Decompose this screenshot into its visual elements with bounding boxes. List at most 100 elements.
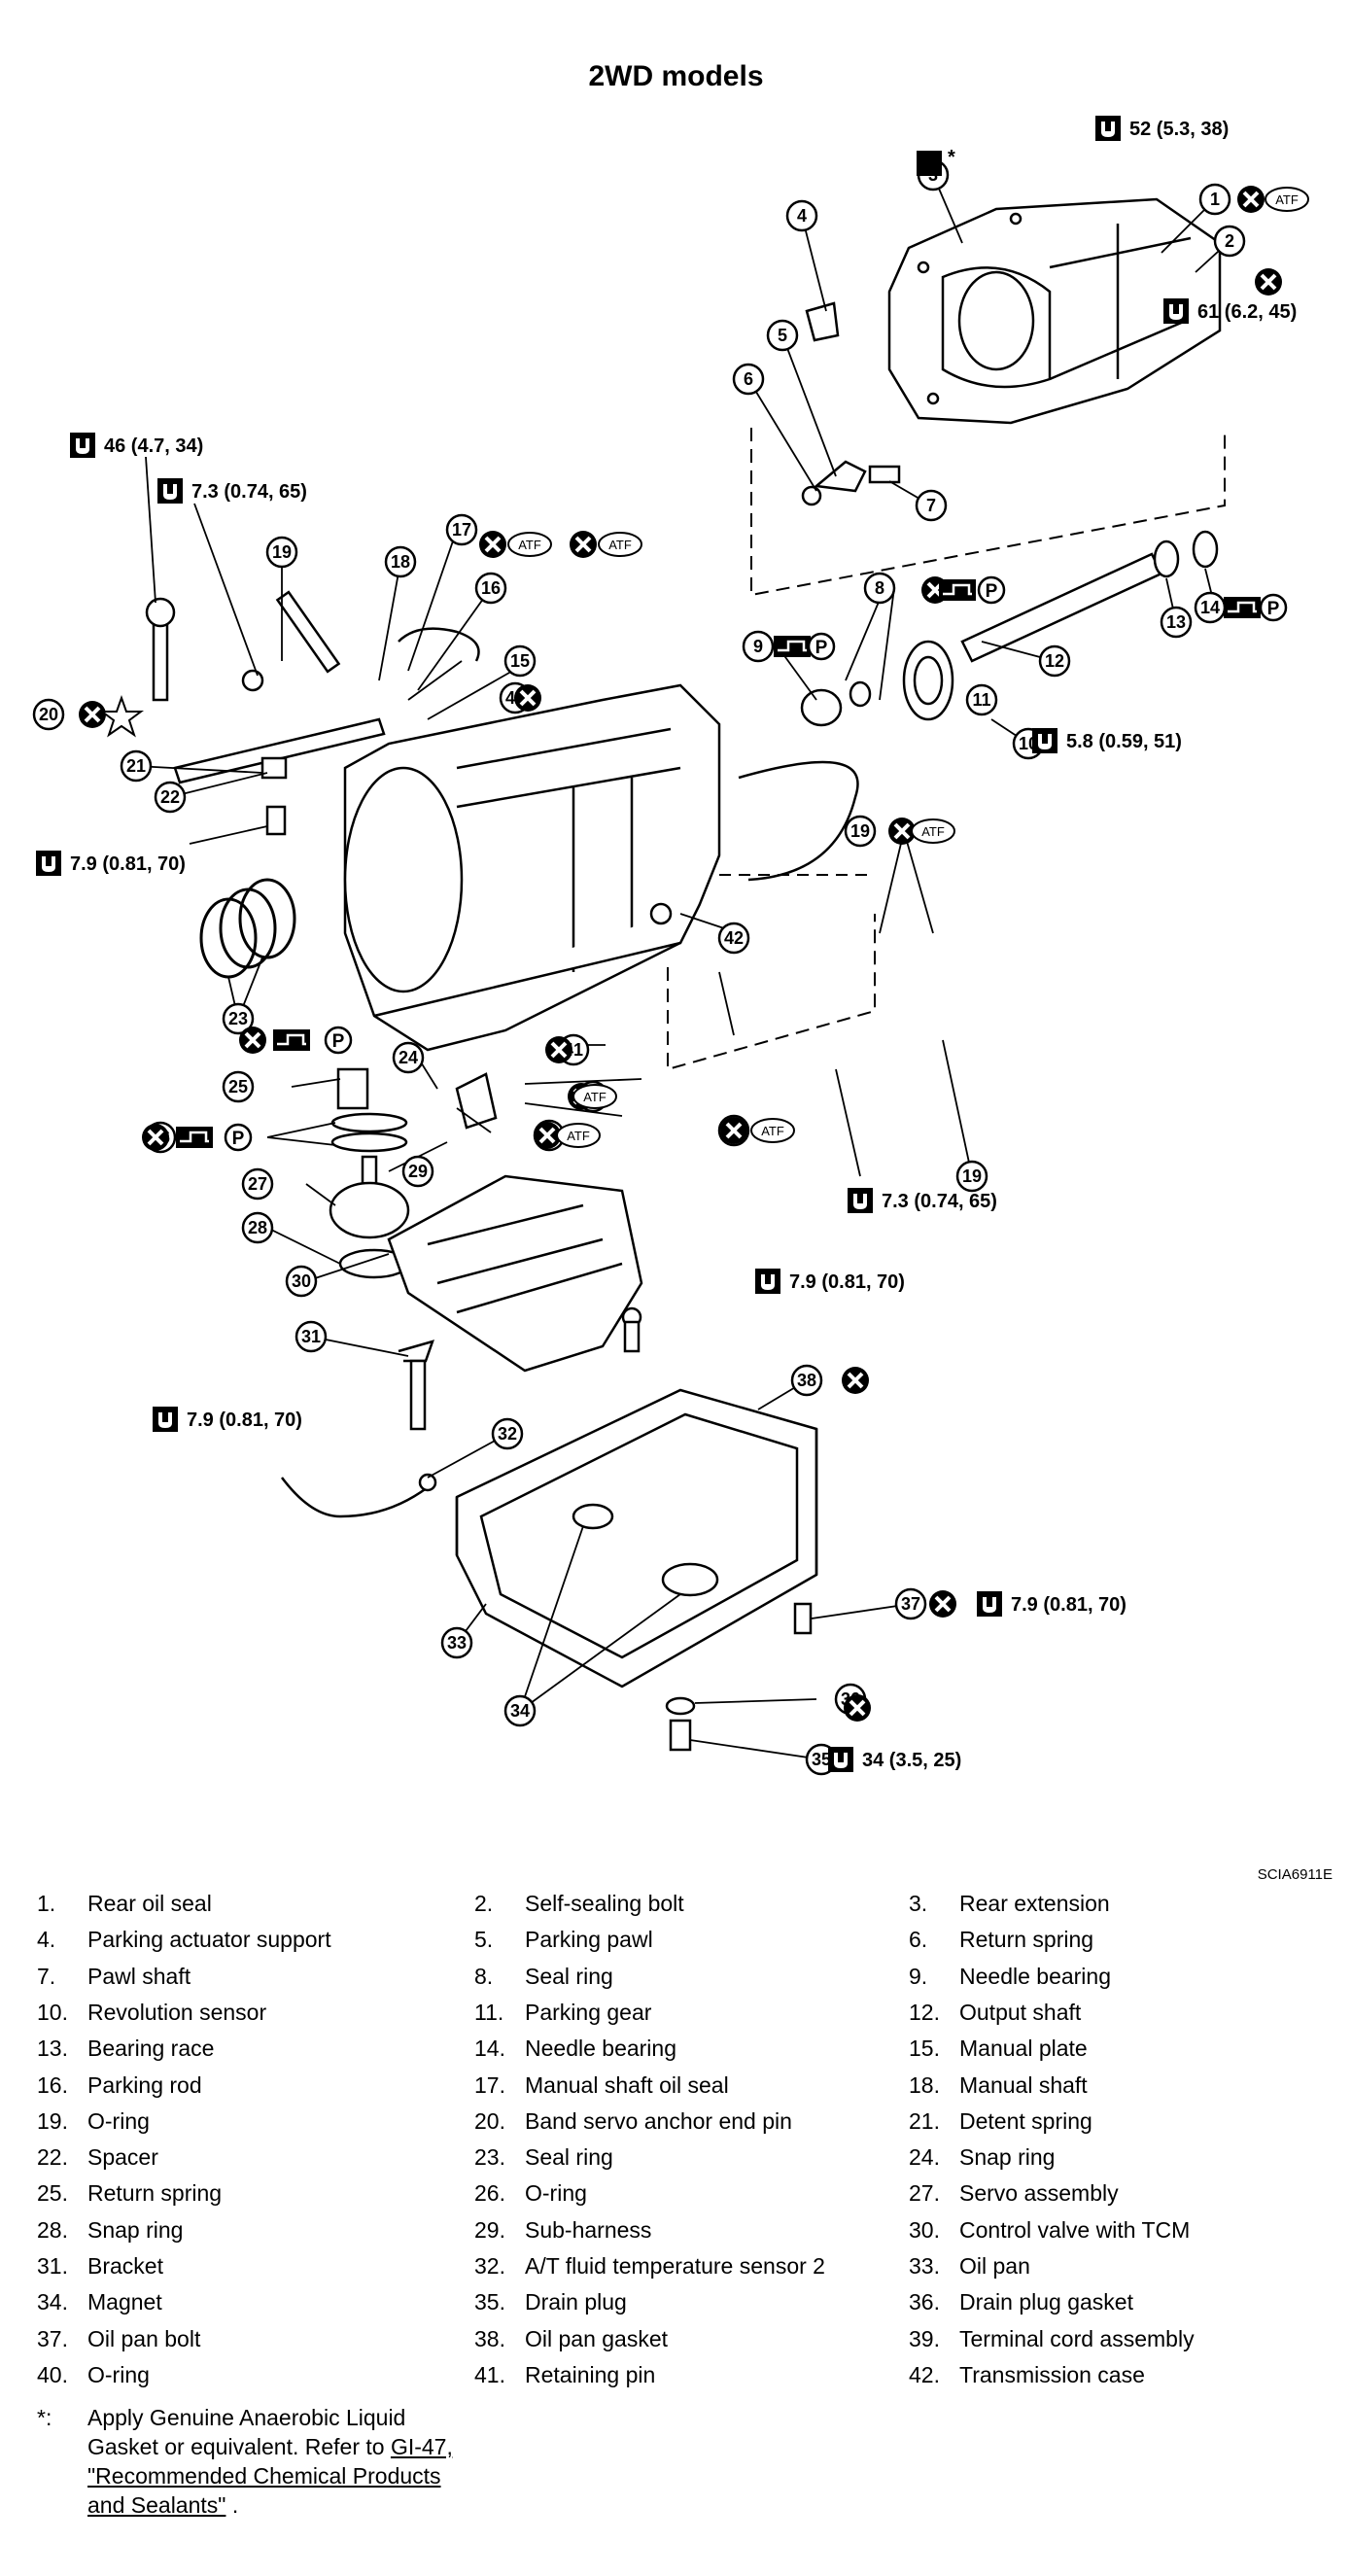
svg-text:20: 20 [39, 705, 58, 724]
do-not-reuse-icon [568, 529, 599, 560]
svg-text:2: 2 [1225, 231, 1234, 251]
legend-label: Return spring [959, 1927, 1094, 1953]
reference-link[interactable]: GI-47, "Recommended Chemical Products an… [87, 2434, 453, 2518]
callout-30: 30 [285, 1265, 318, 1298]
p-badge: P [224, 1123, 253, 1152]
legend-label: Rear extension [959, 1891, 1110, 1916]
svg-text:37: 37 [901, 1594, 920, 1614]
legend-label: Retaining pin [525, 2361, 656, 2387]
svg-text:7.9 (0.81, 70): 7.9 (0.81, 70) [70, 853, 186, 875]
torque-spec-t61: 61 (6.2, 45) [1163, 298, 1297, 324]
legend-label: Control valve with TCM [959, 2216, 1191, 2243]
legend-number: 4. [37, 1927, 56, 1953]
svg-text:12: 12 [1045, 651, 1064, 671]
svg-text:7.9 (0.81, 70): 7.9 (0.81, 70) [187, 1410, 302, 1431]
svg-text:61 (6.2, 45): 61 (6.2, 45) [1197, 301, 1297, 323]
figure-code: SCIA6911E [1257, 1866, 1333, 1883]
atf-badge: ATF [911, 818, 955, 844]
note-suffix: . [225, 2492, 239, 2518]
legend-number: 11. [474, 1999, 504, 2025]
exploded-view-diagram: 1234567891011121314151617181920212223242… [32, 116, 1309, 1776]
svg-text:52 (5.3, 38): 52 (5.3, 38) [1129, 119, 1229, 140]
callout-15: 15 [503, 644, 537, 678]
legend-number: 1. [37, 1891, 56, 1916]
p-badge: P [807, 632, 836, 661]
svg-text:29: 29 [408, 1162, 428, 1181]
svg-text:35: 35 [812, 1750, 831, 1769]
do-not-reuse-icon [237, 1025, 268, 1056]
do-not-reuse-icon [1235, 184, 1266, 215]
p-badge: P [1259, 593, 1288, 622]
callout-9: 9 [742, 630, 775, 663]
legend-label: Rear oil seal [87, 1891, 212, 1916]
svg-text:13: 13 [1166, 612, 1186, 632]
callout-29: 29 [401, 1155, 434, 1188]
svg-text:7.3 (0.74, 65): 7.3 (0.74, 65) [191, 481, 307, 503]
torque-spec-t79b: 7.9 (0.81, 70) [755, 1269, 905, 1294]
legend-number: 15. [909, 2036, 940, 2062]
svg-text:5: 5 [778, 326, 787, 345]
note-mark: *: [37, 2405, 52, 2430]
svg-text:32: 32 [498, 1424, 517, 1444]
svg-text:34 (3.5, 25): 34 (3.5, 25) [862, 1750, 961, 1771]
svg-text:19: 19 [962, 1166, 982, 1186]
callout-27: 27 [241, 1167, 274, 1201]
torque-specs: 52 (5.3, 38)61 (6.2, 45)46 (4.7, 34)7.3 … [36, 116, 1297, 1772]
callout-16: 16 [474, 572, 507, 605]
callout-13: 13 [1160, 606, 1193, 639]
p-badge: P [324, 1026, 353, 1055]
callout-19: 19 [265, 536, 298, 569]
legend-label: Snap ring [87, 2216, 184, 2243]
legend-number: 30. [909, 2216, 940, 2243]
svg-text:25: 25 [228, 1077, 248, 1097]
torque-spec-t79c: 7.9 (0.81, 70) [153, 1407, 302, 1432]
legend-number: 10. [37, 1999, 68, 2025]
svg-text:P: P [232, 1129, 245, 1149]
output-shaft [800, 530, 1219, 727]
callout-24: 24 [392, 1041, 425, 1074]
oil-pan [455, 1388, 818, 1688]
svg-text:7.9 (0.81, 70): 7.9 (0.81, 70) [1011, 1594, 1127, 1616]
callout-18: 18 [384, 545, 417, 578]
legend-label: Self-sealing bolt [525, 1891, 684, 1916]
drain-plug [665, 1602, 813, 1752]
do-not-reuse-icon [512, 682, 543, 714]
sensor-harness [281, 760, 859, 1518]
svg-text:P: P [815, 638, 828, 658]
legend-label: Parking rod [87, 2071, 202, 2098]
legend-label: Manual shaft oil seal [525, 2071, 729, 2098]
control-valve [387, 1072, 643, 1373]
legend-label: Bracket [87, 2253, 163, 2279]
legend-number: 39. [909, 2325, 940, 2351]
callout-33: 33 [440, 1626, 473, 1659]
legend-number: 41. [474, 2361, 505, 2387]
svg-text:ATF: ATF [583, 1090, 607, 1104]
legend-label: Spacer [87, 2144, 158, 2171]
torque-spec-t79d: 7.9 (0.81, 70) [977, 1591, 1127, 1617]
legend-label: O-ring [525, 2180, 587, 2207]
grease-icon [937, 577, 978, 603]
do-not-reuse-icon [842, 1692, 873, 1723]
legend-number: 18. [909, 2071, 940, 2098]
callout-5: 5 [766, 319, 799, 352]
legend-label: Sub-harness [525, 2216, 652, 2243]
legend-number: 14. [474, 2036, 505, 2062]
svg-text:6: 6 [744, 369, 753, 389]
legend-label: Seal ring [525, 1963, 613, 1989]
do-not-reuse-icon [140, 1122, 171, 1153]
svg-text:9: 9 [753, 637, 763, 656]
callout-8: 8 [863, 572, 896, 605]
transmission-case [343, 683, 721, 1052]
svg-text:21: 21 [126, 756, 146, 776]
callout-31: 31 [295, 1320, 328, 1353]
legend-number: 37. [37, 2325, 68, 2351]
svg-text:33: 33 [447, 1633, 467, 1653]
legend-number: 38. [474, 2325, 505, 2351]
legend-label: Needle bearing [525, 2036, 677, 2062]
callout-1: 1 [1198, 183, 1231, 216]
callout-23: 23 [222, 1002, 255, 1035]
asterisk: * [948, 147, 955, 168]
legend-label: Oil pan [959, 2253, 1030, 2279]
legend-number: 3. [909, 1891, 928, 1916]
star-icon [99, 695, 144, 738]
